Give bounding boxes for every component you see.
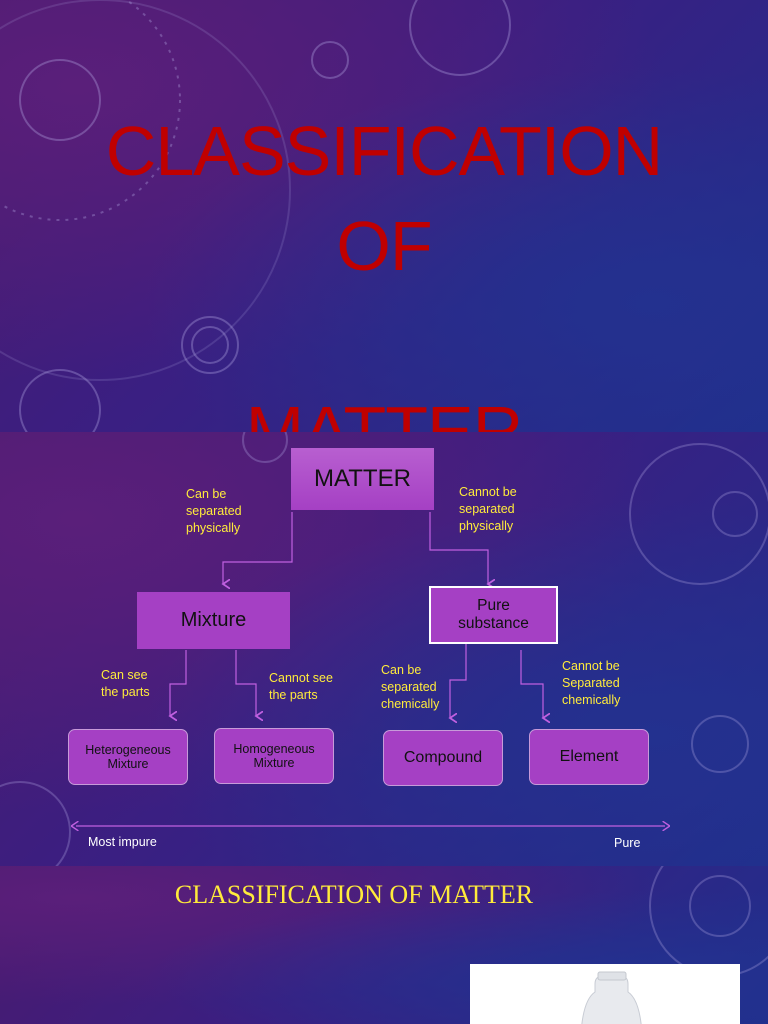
- second-title-slide: CLASSIFICATION OF MATTER: [0, 866, 768, 1024]
- pure-substance-line-1: Pure: [477, 597, 510, 614]
- heterogeneous-line-1: Heterogeneous: [85, 743, 171, 757]
- scale-left-label: Most impure: [88, 835, 157, 849]
- homogeneous-mixture-box: Homogeneous Mixture: [214, 728, 334, 784]
- title-slide: CLASSIFICATION OF MATTER: [0, 0, 768, 432]
- pure-substance-box: Pure substance: [429, 586, 558, 644]
- circle-decoration-icon: [0, 432, 768, 866]
- pure-substance-line-2: substance: [458, 615, 529, 632]
- heterogeneous-mixture-box: Heterogeneous Mixture: [68, 729, 188, 785]
- circle-decoration-icon: [0, 0, 511, 432]
- arrows: [0, 512, 768, 866]
- title-line-3: MATTER: [245, 392, 524, 432]
- matter-box: MATTER: [291, 448, 434, 510]
- title-line-2: OF: [336, 207, 432, 285]
- title-line-1: CLASSIFICATION: [105, 112, 663, 190]
- heterogeneous-line-2: Mixture: [107, 757, 149, 771]
- scale-right-label: Pure: [614, 836, 641, 850]
- mixture-box: Mixture: [137, 592, 290, 649]
- bottle-icon: [581, 971, 642, 1024]
- slide-title: CLASSIFICATION OF MATTER: [174, 880, 534, 909]
- compound-box: Compound: [383, 730, 503, 786]
- homogeneous-line-1: Homogeneous: [233, 742, 315, 756]
- homogeneous-line-2: Mixture: [253, 756, 295, 770]
- element-box: Element: [529, 729, 649, 785]
- bottle-image: [470, 964, 740, 1024]
